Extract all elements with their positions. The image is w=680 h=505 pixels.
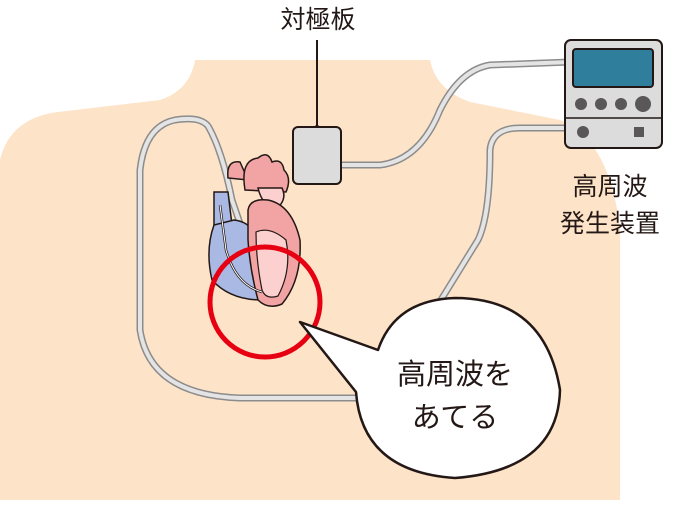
circle-knob-icon bbox=[595, 98, 607, 110]
circle-knob-icon bbox=[635, 96, 651, 112]
heart bbox=[208, 154, 301, 307]
bubble-label-line2: あてる bbox=[412, 400, 498, 434]
ablation-target-ring bbox=[207, 244, 323, 360]
generator-screen bbox=[572, 48, 654, 88]
electrode-pad bbox=[292, 126, 342, 185]
bubble-label-line1: 高周波を bbox=[397, 357, 513, 391]
circle-knob-icon bbox=[615, 98, 627, 110]
generator-label-line2: 発生装置 bbox=[560, 209, 660, 238]
circle-knob-icon bbox=[575, 98, 587, 110]
generator-label-line1: 高周波 bbox=[572, 172, 647, 201]
rf-generator bbox=[564, 39, 663, 149]
square-switch-icon bbox=[634, 127, 644, 137]
circle-knob-icon bbox=[577, 126, 589, 138]
speech-bubble bbox=[298, 296, 562, 480]
electrode-pad-label: 対極板 bbox=[280, 5, 355, 34]
